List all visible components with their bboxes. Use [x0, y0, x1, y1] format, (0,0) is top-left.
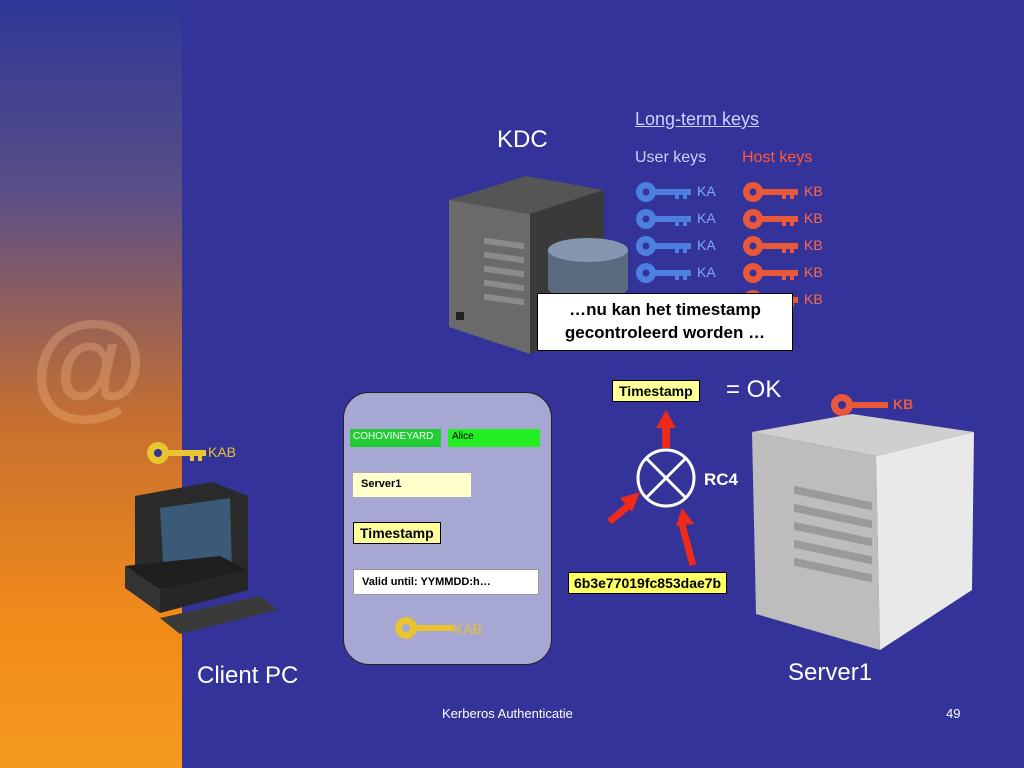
key-icon: [743, 209, 798, 229]
key-row: KB: [742, 235, 832, 257]
key-icon: [636, 182, 691, 202]
callout-line-1: …nu kan het timestamp: [569, 300, 761, 319]
key-row: KA: [635, 208, 725, 230]
key-label: KA: [697, 210, 716, 226]
key-icon: [743, 263, 798, 283]
ticket-valid-until: Valid until: YYMMDD:h…: [353, 569, 539, 595]
key-label: KB: [804, 264, 823, 280]
key-row: KB: [742, 181, 832, 203]
key-label: KA: [697, 237, 716, 253]
sidebar-gradient: @: [0, 0, 182, 768]
long-term-keys-title: Long-term keys: [635, 109, 760, 129]
server-host-key-icon: [831, 394, 888, 416]
key-row: KB: [742, 208, 832, 230]
key-label: KA: [697, 183, 716, 199]
server-host-key-label: KB: [893, 396, 914, 412]
xor-operator-icon: [636, 448, 696, 508]
key-row: KB: [742, 262, 832, 284]
server-timestamp: Timestamp: [612, 380, 700, 402]
server-icon: [752, 414, 974, 650]
ok-result: = OK: [726, 376, 782, 403]
key-icon: [636, 263, 691, 283]
page-number: 49: [946, 706, 961, 721]
database-icon: [548, 238, 628, 300]
key-label: KA: [697, 264, 716, 280]
session-key-icon: [147, 442, 206, 464]
ticket-user: Alice: [448, 429, 540, 447]
key-icon: [636, 209, 691, 229]
ticket-realm: COHOVINEYARD: [350, 429, 441, 447]
ticket-key-label: KAB: [454, 621, 483, 637]
service-ticket: COHOVINEYARD Alice Server1 Timestamp Val…: [343, 392, 552, 665]
rc4-label: RC4: [704, 470, 739, 489]
xor-operation: [607, 410, 697, 567]
key-row: KA: [635, 181, 725, 203]
callout-line-2: gecontroleerd worden …: [564, 323, 766, 342]
footer-title: Kerberos Authenticatie: [442, 706, 573, 721]
key-row: KA: [635, 262, 725, 284]
key-icon: [743, 182, 798, 202]
user-keys-title: User keys: [635, 149, 707, 166]
key-label: KB: [804, 210, 823, 226]
desktop-pc-icon: [125, 482, 278, 634]
key-label: KB: [804, 183, 823, 199]
host-keys-title: Host keys: [742, 149, 813, 166]
ticket-key-icon: [395, 617, 454, 639]
key-icon: [636, 236, 691, 256]
server1-label: Server1: [788, 659, 873, 686]
ticket-server: Server1: [353, 473, 471, 497]
kdc-label: KDC: [497, 126, 548, 153]
key-row: KA: [635, 235, 725, 257]
key-icon: [743, 236, 798, 256]
ticket-timestamp: Timestamp: [353, 522, 441, 544]
client-session-key-label: KAB: [208, 444, 237, 460]
client-pc-label: Client PC: [197, 662, 299, 689]
timestamp-callout: …nu kan het timestamp gecontroleerd word…: [537, 293, 793, 351]
key-label: KB: [804, 237, 823, 253]
hash-value: 6b3e77019fc853dae7b: [568, 572, 728, 594]
arrow-icon: [607, 410, 697, 567]
key-label: KB: [804, 291, 823, 307]
at-sign-watermark: @: [30, 297, 148, 431]
